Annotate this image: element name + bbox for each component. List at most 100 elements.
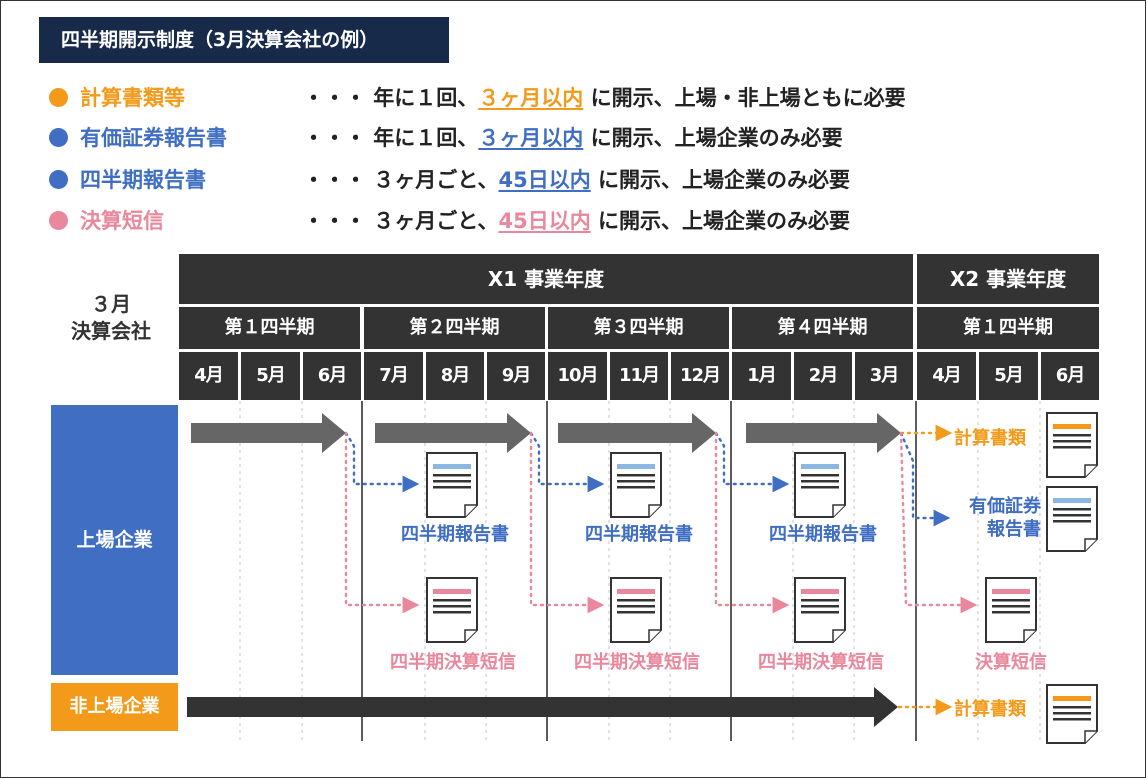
label-quarterly-tanshin-q1: 四半期決算短信	[390, 652, 516, 673]
document-text-line	[433, 605, 471, 608]
document-text-line	[1053, 718, 1091, 721]
month-header: 6月	[303, 352, 361, 400]
document-fold	[1084, 464, 1097, 477]
legend-row: 四半期報告書 ・・・ ３ヶ月ごと、45日以内 に開示、上場企業のみ必要	[49, 165, 850, 195]
quarter-header: 第３四半期	[548, 307, 729, 349]
document-text-line	[1053, 520, 1091, 523]
document-icon	[985, 577, 1037, 643]
legend-name: 有価証券報告書	[80, 126, 227, 150]
document-text-line	[617, 486, 655, 489]
fiscal-year-arrow	[187, 687, 898, 727]
legend-prefix: ・・・ 年に１回、	[303, 126, 479, 150]
document-fold	[464, 629, 477, 642]
document-fold	[832, 504, 845, 517]
document-text-line	[433, 611, 471, 614]
document-icon	[794, 452, 846, 518]
company-label: ３月 決算会社	[41, 291, 181, 345]
document-text-line	[801, 605, 839, 608]
connector-tanshin	[899, 431, 978, 614]
month-header: 5月	[979, 352, 1038, 400]
quarter-header: 第４四半期	[732, 307, 913, 349]
legend-suffix: に開示、上場企業のみ必要	[590, 168, 851, 192]
company-label-line1: ３月	[91, 292, 131, 316]
month-header: 4月	[917, 352, 976, 400]
year-header-x2: X2 事業年度	[917, 254, 1099, 304]
legend-description: ・・・ 年に１回、３ヶ月以内 に開示、上場・非上場ともに必要	[303, 83, 906, 113]
month-header: 12月	[671, 352, 729, 400]
legend-suffix: に開示、上場企業のみ必要	[583, 126, 843, 150]
document-accent-line	[1053, 696, 1091, 701]
diagram-title: 四半期開示制度（3月決算会社の例）	[39, 17, 449, 63]
connector-quarterly-tanshin	[529, 431, 605, 614]
month-header: 6月	[1041, 352, 1099, 400]
document-text-line	[433, 486, 471, 489]
document-fold	[648, 504, 661, 517]
quarter-header: 第１四半期	[179, 307, 360, 349]
month-header: 3月	[855, 352, 913, 400]
month-header: 7月	[364, 352, 423, 400]
legend-deadline: 45日以内	[498, 209, 591, 233]
legend-name: 決算短信	[80, 209, 164, 233]
month-header: 4月	[179, 352, 238, 400]
document-text-line	[801, 599, 839, 602]
connector-quarterly-report	[714, 431, 790, 493]
document-fold	[648, 629, 661, 642]
label-quarterly-report-q3: 四半期報告書	[769, 524, 877, 545]
quarter-arrow	[375, 413, 531, 453]
quarter-arrow	[191, 413, 346, 453]
document-text-line	[433, 599, 471, 602]
month-header: 8月	[426, 352, 484, 400]
month-header: 2月	[794, 352, 852, 400]
document-accent-line	[617, 589, 655, 594]
document-icon	[426, 452, 478, 518]
legend-row: 決算短信 ・・・ ３ヶ月ごと、45日以内 に開示、上場企業のみ必要	[49, 206, 850, 236]
document-icon	[1046, 684, 1098, 744]
document-text-line	[617, 480, 655, 483]
document-text-line	[801, 480, 839, 483]
document-accent-line	[433, 589, 471, 594]
document-icon	[1046, 486, 1098, 552]
month-header: 9月	[487, 352, 545, 400]
document-text-line	[1053, 440, 1091, 443]
year-header-x1: X1 事業年度	[179, 254, 913, 304]
label-tanshin-annual: 決算短信	[975, 652, 1047, 673]
month-header: 11月	[610, 352, 668, 400]
connector-quarterly-tanshin	[344, 431, 420, 614]
label-keisan-unlisted: 計算書類	[954, 699, 1026, 720]
document-accent-line	[1053, 424, 1091, 429]
legend-prefix: ・・・ ３ヶ月ごと、	[303, 168, 499, 192]
label-yuho-line1: 有価証券	[969, 496, 1041, 517]
document-text-line	[801, 474, 839, 477]
label-quarterly-tanshin-q3: 四半期決算短信	[758, 652, 884, 673]
document-icon	[426, 577, 478, 643]
legend-prefix: ・・・ 年に１回、	[303, 86, 479, 110]
document-text-line	[801, 486, 839, 489]
label-keisan-listed: 計算書類	[954, 428, 1026, 449]
connector-quarterly-report	[529, 431, 605, 493]
document-accent-line	[992, 589, 1030, 594]
month-header: 5月	[241, 352, 300, 400]
document-text-line	[992, 599, 1030, 602]
document-fold	[1023, 629, 1036, 642]
document-text-line	[1053, 446, 1091, 449]
document-icon	[1046, 412, 1098, 478]
document-accent-line	[617, 464, 655, 469]
document-fold	[464, 504, 477, 517]
legend-description: ・・・ ３ヶ月ごと、45日以内 に開示、上場企業のみ必要	[303, 206, 850, 236]
document-text-line	[992, 611, 1030, 614]
document-text-line	[617, 611, 655, 614]
label-yuho: 有価証券 報告書	[941, 495, 1041, 541]
document-text-line	[1053, 508, 1091, 511]
legend-name: 計算書類等	[80, 86, 185, 110]
document-accent-line	[801, 464, 839, 469]
document-accent-line	[1053, 498, 1091, 503]
legend-name: 四半期報告書	[80, 168, 206, 192]
document-text-line	[1053, 514, 1091, 517]
document-text-line	[1053, 434, 1091, 437]
document-text-line	[617, 605, 655, 608]
legend-description: ・・・ ３ヶ月ごと、45日以内 に開示、上場企業のみ必要	[303, 165, 850, 195]
label-yuho-line2: 報告書	[987, 519, 1041, 540]
legend-suffix: に開示、上場・非上場ともに必要	[583, 86, 906, 110]
